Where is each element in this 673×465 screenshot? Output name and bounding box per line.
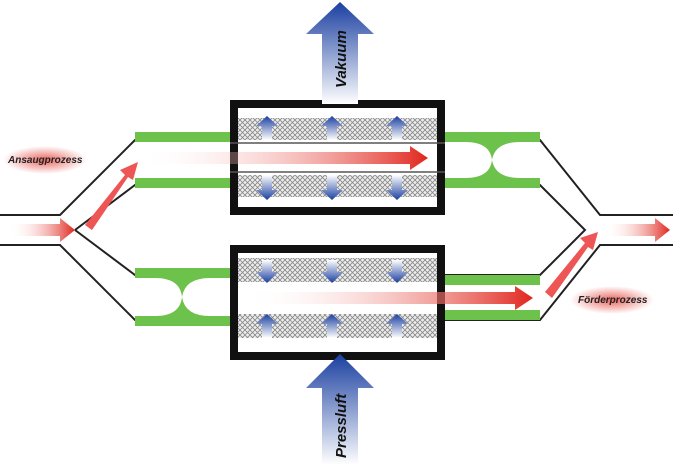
valve-top-left <box>135 132 230 188</box>
valve-top-right-closed <box>445 132 540 188</box>
intake-label: Ansaugprozess <box>7 155 83 166</box>
intake-flow-arrows <box>10 146 428 242</box>
delivery-label: Förderprozess <box>578 295 648 306</box>
delivery-label-glow <box>570 286 654 314</box>
vacuum-label: Vakuum <box>333 30 350 88</box>
compressed-air-arrow-icon <box>306 354 374 465</box>
vacuum-arrows <box>256 116 408 200</box>
valve-bottom-left-closed <box>135 268 230 326</box>
delivery-flow-arrows <box>245 218 670 310</box>
pressure-arrows <box>256 260 408 338</box>
compressed-air-label: Pressluft <box>333 393 350 458</box>
vacuum-arrow-icon <box>306 2 374 104</box>
valve-bottom-right <box>445 275 540 320</box>
intake-label-glow <box>3 146 87 174</box>
